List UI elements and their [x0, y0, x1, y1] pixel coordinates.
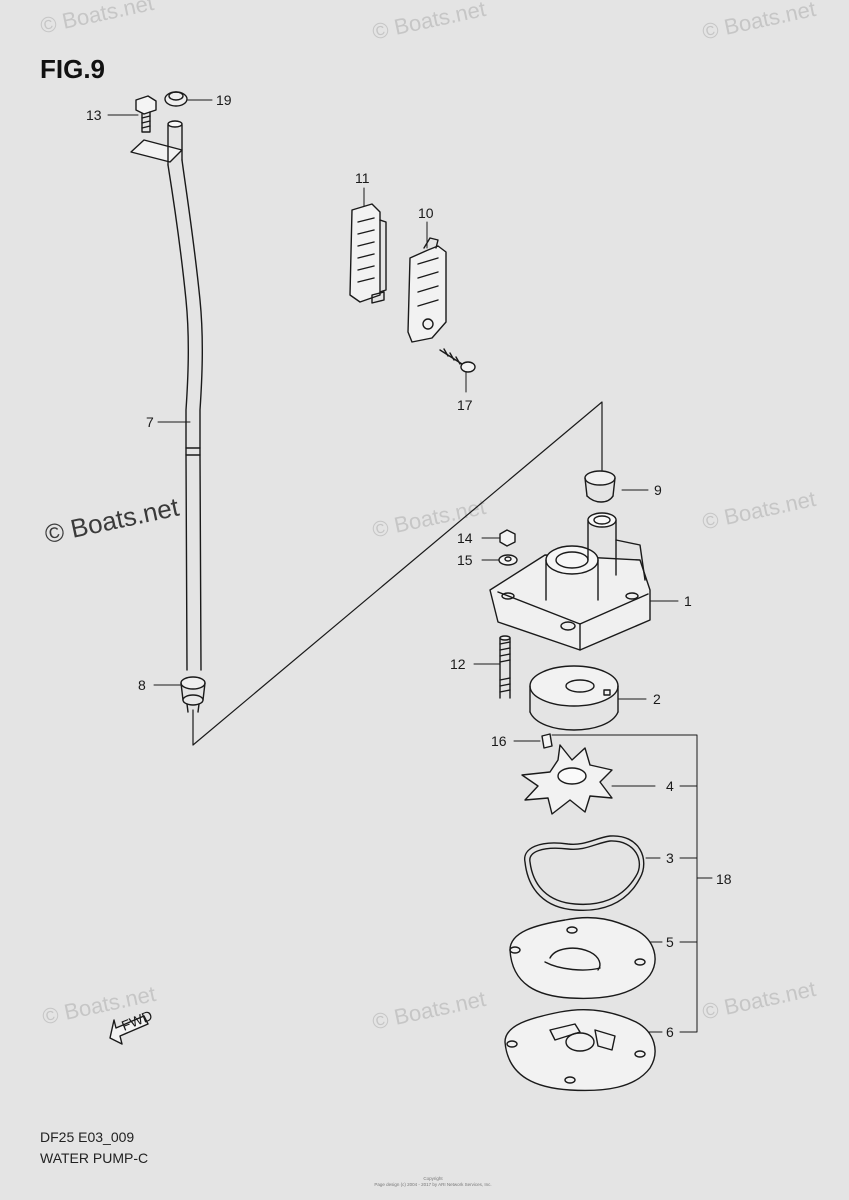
callout-1: 1	[684, 593, 692, 609]
figure-title: FIG.9	[40, 54, 106, 84]
plate-5	[509, 916, 656, 1000]
gasket-3	[524, 835, 645, 912]
copyright-notice: Copyright Page design (c) 2004 - 2017 by…	[368, 1176, 498, 1188]
figure-name: WATER PUMP-C	[40, 1150, 149, 1166]
copyright-line: Page design (c) 2004 - 2017 by ARI Netwo…	[374, 1182, 492, 1187]
figure-code: DF25 E03_009	[40, 1129, 135, 1145]
washer-15	[498, 554, 518, 566]
callout-4: 4	[666, 778, 674, 794]
callout-11: 11	[355, 170, 370, 186]
nut-14	[499, 529, 516, 547]
connection-line	[192, 401, 603, 746]
callout-labels: 1 2 3 4 5 6 7 8 9 10 11 12 13 14 15 16 1…	[86, 92, 732, 1040]
screw-17	[439, 348, 476, 373]
callout-10: 10	[418, 205, 434, 221]
cover-10	[407, 237, 447, 343]
callout-15: 15	[457, 552, 473, 568]
callout-9: 9	[654, 482, 662, 498]
callout-8: 8	[138, 677, 146, 693]
copyright-line: Copyright	[423, 1176, 443, 1181]
pump-case-1	[489, 512, 651, 651]
key-16	[541, 733, 553, 749]
nozzle-9	[584, 470, 616, 503]
callout-3: 3	[666, 850, 674, 866]
callout-13: 13	[86, 107, 102, 123]
callout-6: 6	[666, 1024, 674, 1040]
callout-5: 5	[666, 934, 674, 950]
impeller-4	[521, 744, 613, 815]
gasket-6	[504, 1008, 656, 1092]
callout-7: 7	[146, 414, 154, 430]
water-tube-7	[130, 120, 203, 671]
screen-11	[349, 203, 387, 304]
grommet-19	[164, 91, 188, 107]
grommet-8	[180, 676, 206, 713]
callout-17: 17	[457, 397, 473, 413]
fwd-label: FWD	[119, 1007, 155, 1034]
liner-2	[529, 665, 619, 731]
fwd-arrow-icon	[109, 1015, 149, 1045]
callout-16: 16	[491, 733, 507, 749]
callout-14: 14	[457, 530, 473, 546]
bolt-13	[135, 95, 157, 133]
callout-19: 19	[216, 92, 232, 108]
callout-18: 18	[716, 871, 732, 887]
callout-2: 2	[653, 691, 661, 707]
callout-12: 12	[450, 656, 466, 672]
stud-bolt-12	[499, 635, 511, 699]
